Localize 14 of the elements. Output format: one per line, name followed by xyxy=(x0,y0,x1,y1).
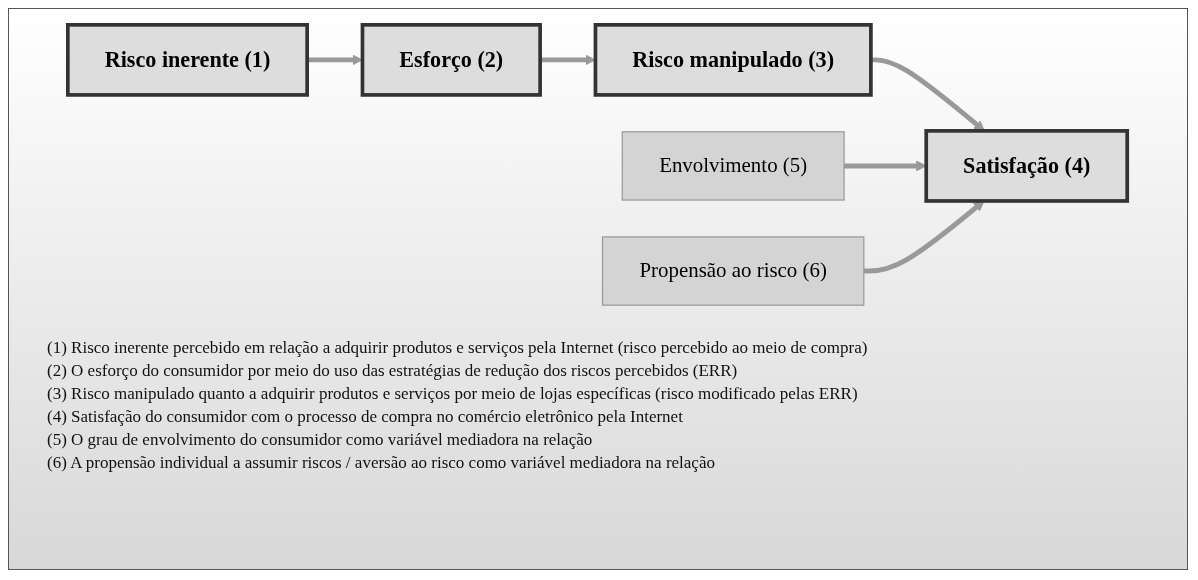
footnote-text: (6) A propensão individual a assumir riscos / aversão ao risco como variável mediadora na relação xyxy=(46,451,716,474)
node-box: Risco inerente (1) xyxy=(66,23,310,97)
node-box: Propensão ao risco (6) xyxy=(602,236,865,306)
node-box: Risco manipulado (3) xyxy=(594,23,874,97)
arrow xyxy=(864,200,985,274)
node-box: Satisfação (4) xyxy=(924,129,1130,203)
footnote-text: (2) O esforço do consumidor por meio do uso das estratégias de redução dos riscos percebidos (ERR) xyxy=(46,359,739,382)
node-box: Envolvimento (5) xyxy=(622,131,846,201)
footnote-text: (3) Risco manipulado quanto a adquirir produtos e serviços por meio de lojas específicas (risco modificado pelas ERR) xyxy=(46,382,859,405)
node-box: Esforço (2) xyxy=(361,23,543,97)
footnote-text: (1) Risco inerente percebido em relação a adquirir produtos e serviços pela Internet (risco percebido ao meio de compra) xyxy=(46,337,869,359)
footnote-text: (5) O grau de envolvimento do consumidor como variável mediadora na relação xyxy=(46,428,594,451)
footnote-text: (4) Satisfação do consumidor com o processo de compra no comércio eletrônico pela Internet xyxy=(46,405,684,428)
arrow xyxy=(871,57,986,132)
